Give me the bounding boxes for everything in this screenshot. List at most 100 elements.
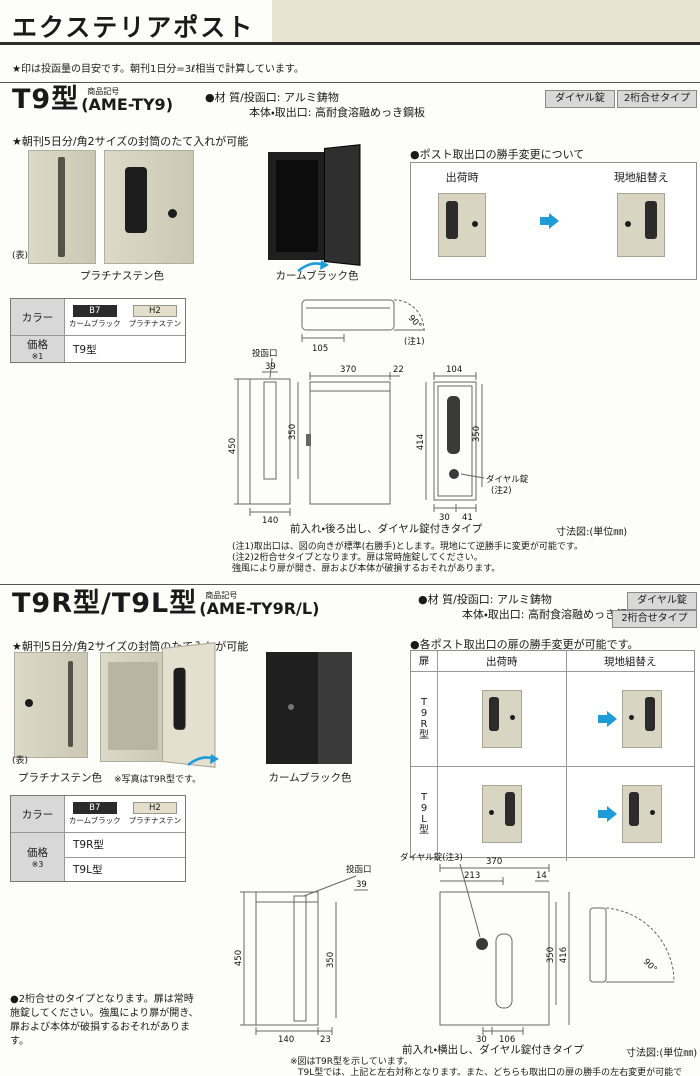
dim-14: 14: [536, 871, 547, 881]
two-digit-badge: 2桁合せタイプ: [617, 90, 697, 108]
material-line1: ●材 質/投函口: アルミ鋳物: [418, 592, 638, 607]
color-row: カラー B7 カームブラック H2 プラチナステン: [11, 796, 185, 832]
t9rl-handedness-table: 扉 出荷時 現地組替え T9R型 T9L型: [410, 650, 695, 858]
dim-104: 104: [446, 365, 462, 375]
slot-label: 投函口: [252, 348, 278, 359]
t9r-row-label: T9R型: [411, 672, 437, 766]
mailbox-illustration: [622, 785, 662, 843]
color-name-b7: カームブラック: [69, 815, 121, 826]
t9-front-view: [306, 372, 400, 504]
t9-front-photo-detail: [104, 150, 194, 264]
section2-code-wrap: 商品記号 (AME-TY9R/L): [199, 591, 319, 617]
black-label: カームブラック色: [252, 268, 382, 283]
color-name-h2: プラチナステン: [129, 318, 182, 329]
dim-350-side: 350: [546, 947, 556, 963]
open-door: [162, 642, 215, 768]
color-option-h2: H2 プラチナステン: [129, 802, 182, 826]
dim-22: 22: [393, 365, 404, 375]
door-knob: [25, 699, 33, 707]
header-band: [272, 0, 700, 42]
slot-window: [505, 792, 515, 826]
t9r-front-photo: [14, 652, 88, 758]
slot-label: 投函口: [346, 864, 372, 875]
t9-note-1: (注1)取出口は、図の向きが標準(右勝手)とします。現地にて逆勝手に変更が可能で…: [232, 542, 652, 553]
section1-model: T9型: [12, 86, 79, 113]
price-label: 価格: [27, 845, 48, 860]
handedness-header-row: 扉 出荷時 現地組替え: [411, 651, 694, 671]
color-chip-h2: H2: [133, 802, 177, 814]
section2-material: ●材 質/投函口: アルミ鋳物 本体・取出口: 高耐食溶融めっき鋼板: [418, 592, 638, 622]
dim-140: 140: [262, 516, 278, 526]
mailbox-illustration-flipped: [622, 690, 662, 748]
t9l-row: T9L型: [411, 766, 694, 861]
door-knob: [472, 221, 478, 227]
price-row: 価格 ※1 T9型: [11, 335, 185, 362]
color-options-cell: B7 カームブラック H2 プラチナステン: [65, 796, 185, 832]
dim-213: 213: [464, 871, 480, 881]
t9-black-side-photo: [266, 652, 352, 764]
price-ref: ※1: [32, 352, 44, 361]
t9-note-2: (注2)2桁合せタイプとなります。扉は常時施錠してください。: [232, 553, 652, 564]
black-opening: [276, 160, 318, 252]
material-line1: ●材 質/投函口: アルミ鋳物: [205, 90, 425, 105]
black-side-face: [318, 652, 352, 764]
mailbox-illustration-flipped: [482, 785, 522, 843]
t9l-row-text: T9L型: [419, 792, 430, 836]
dial-lock-badge: ダイヤル錠: [627, 592, 697, 610]
dim-39: 39: [265, 362, 276, 372]
dim-416: 416: [559, 947, 569, 963]
dial-lock-label: ダイヤル錠(注3): [400, 852, 463, 863]
door-knob: [625, 221, 631, 227]
t9-black-photo: [268, 146, 368, 268]
mail-slot: [58, 157, 65, 257]
t9r-open-photo: [100, 648, 230, 766]
t9l-onsite-cell: [566, 767, 695, 861]
black-label: カームブラック色: [255, 770, 365, 785]
section2-code: (AME-TY9R/L): [199, 600, 319, 617]
section1-material: ●材 質/投函口: アルミ鋳物 本体・取出口: 高耐食溶融めっき鋼板: [205, 90, 425, 120]
section1-rule: [0, 82, 700, 83]
onsite-label: 現地組替え: [614, 169, 669, 185]
door-knob: [168, 209, 177, 218]
front-mark: (表): [12, 753, 28, 766]
t9rl-plan-view: [590, 908, 674, 982]
photo-model-note: ※写真はT9R型です。: [114, 772, 201, 785]
slot-window: [489, 697, 499, 731]
t9r-row-text: T9R型: [419, 697, 430, 741]
change-direction-arrow-icon: [540, 213, 559, 229]
color-name-b7: カームブラック: [69, 318, 121, 329]
door-knob: [510, 715, 515, 720]
t9r-shipping-cell: [437, 672, 566, 766]
page-title: エクステリアポスト: [12, 8, 254, 44]
dim-370: 370: [340, 365, 356, 375]
dim-350-back: 350: [472, 426, 482, 442]
dim-90deg: 90°: [641, 957, 659, 975]
section1-code-wrap: 商品記号 (AME-TY9): [81, 87, 173, 113]
t9-unit-note: 寸法図:(単位㎜): [556, 523, 627, 538]
t9rl-dimension-diagram: ダイヤル錠(注3) 370 213 14 投函口 39 450 350 140 …: [228, 850, 698, 1046]
dim-450: 450: [234, 950, 244, 966]
section2-model: T9R型/T9L型: [12, 590, 197, 617]
door-column-header: 扉: [411, 651, 437, 671]
shipping-state: 出荷時: [438, 163, 486, 279]
t9rl-unit-note: 寸法図:(単位㎜): [626, 1044, 697, 1059]
price-model-cells: T9R型 T9L型: [65, 833, 185, 881]
t9rl-warning-note: ●2桁合せのタイプとなります。扉は常時施錠してください。強風により扉が開き、扉お…: [10, 993, 200, 1049]
dim-140: 140: [278, 1035, 294, 1045]
dim-414: 414: [416, 434, 426, 450]
section1-feature: ★朝刊5日分/角2サイズの封筒のたて入れが可能: [12, 133, 248, 149]
price-rows: 価格 ※3 T9R型 T9L型: [11, 832, 185, 881]
shipping-label: 出荷時: [446, 169, 479, 185]
slot-window: [125, 167, 147, 233]
dim-350-side: 350: [288, 424, 298, 440]
t9r-row: T9R型: [411, 671, 694, 766]
color-option-h2: H2 プラチナステン: [129, 305, 182, 329]
t9-handedness-title: ●ポスト取出口の勝手変更について: [410, 146, 584, 162]
price-label: 価格: [27, 337, 48, 352]
color-header: カラー: [11, 299, 65, 335]
onsite-state: 現地組替え: [614, 163, 669, 279]
section1-code: (AME-TY9): [81, 96, 173, 113]
t9rl-color-price-table: カラー B7 カームブラック H2 プラチナステン 価格 ※3 T9R型 T9L…: [10, 795, 186, 882]
t9-type-caption: 前入れ・後ろ出し、ダイヤル錠付きタイプ: [290, 521, 482, 536]
door-edge: [68, 661, 73, 747]
